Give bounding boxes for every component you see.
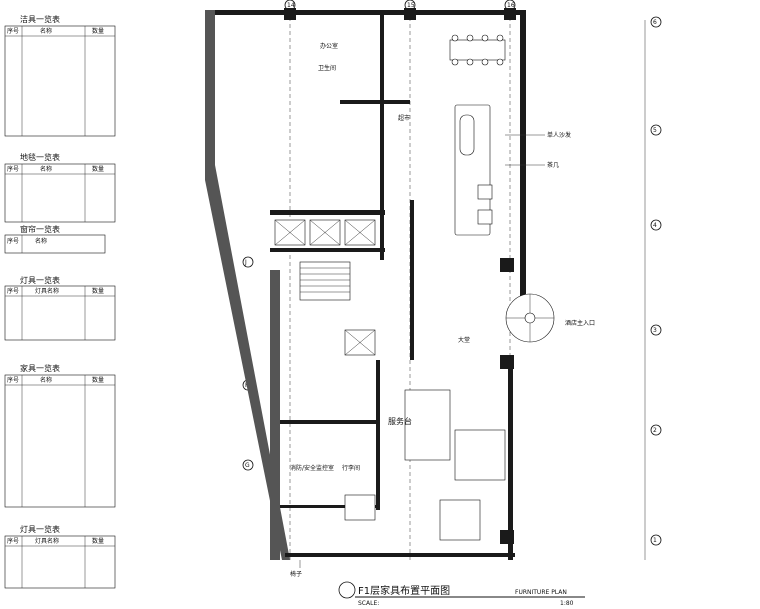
drawing-title-en: FURNITURE PLAN xyxy=(515,589,567,596)
col-header: 名称 xyxy=(35,237,47,245)
grid-label: 16 xyxy=(507,2,515,9)
col-header: 序号 xyxy=(7,237,19,245)
grid-label: 6 xyxy=(653,19,657,26)
room-label: 大堂 xyxy=(458,336,470,344)
col-header: 名称 xyxy=(40,27,52,35)
scale-label: SCALE: xyxy=(358,600,379,607)
grid-label: 15 xyxy=(407,2,415,9)
grid-label: G xyxy=(245,462,250,469)
scale-value: 1:80 xyxy=(560,600,574,607)
lounge-area xyxy=(449,34,506,236)
schedule-furniture: 家具一览表 序号 名称 数量 xyxy=(4,363,116,508)
col-header: 名称 xyxy=(40,165,52,173)
schedule-floor-drain: 地毯一览表 序号 名称 数量 xyxy=(4,152,116,223)
schedule-sanitary: 洁具一览表 序号 名称 数量 xyxy=(4,14,116,137)
room-label: 卫生间 xyxy=(318,64,336,72)
schedule-title: 洁具一览表 xyxy=(20,14,60,24)
room-label: 服务台 xyxy=(388,416,412,426)
schedule-lighting-1: 灯具一览表 序号 灯具名称 数量 xyxy=(4,275,116,341)
grid-label: 5 xyxy=(653,127,657,134)
callout-text: 椅子 xyxy=(290,570,302,578)
revolving-door xyxy=(505,293,555,343)
grid-label: J xyxy=(244,259,247,266)
schedule-title: 地毯一览表 xyxy=(20,152,60,162)
room-label: 酒店主入口 xyxy=(565,319,595,327)
schedule-title: 灯具一览表 xyxy=(20,524,60,534)
stair xyxy=(299,261,351,301)
room-label: 办公室 xyxy=(320,42,338,50)
col-header: 序号 xyxy=(7,537,19,545)
grid-right: 6 5 4 3 2 1 xyxy=(644,16,662,560)
col-header: 名称 xyxy=(40,376,52,384)
room-label: 超市 xyxy=(398,114,410,122)
grid-label: 3 xyxy=(653,327,657,334)
grid-label: 4 xyxy=(653,222,657,229)
schedule-lighting-2: 灯具一览表 序号 灯具名称 数量 xyxy=(4,524,116,589)
col-header: 灯具名称 xyxy=(35,287,59,295)
col-header: 数量 xyxy=(92,287,104,295)
room-label: 消防/安全监控室 xyxy=(290,464,334,472)
lower-lounge xyxy=(344,389,506,541)
col-header: 序号 xyxy=(7,376,19,384)
col-header: 灯具名称 xyxy=(35,537,59,545)
schedule-title: 家具一览表 xyxy=(20,363,60,373)
title-block: F1层家具布置平面图 FURNITURE PLAN SCALE: 1:80 xyxy=(338,581,585,607)
drawing-title: F1层家具布置平面图 xyxy=(358,584,450,597)
grid-label: 1 xyxy=(653,537,657,544)
col-header: 数量 xyxy=(92,165,104,173)
elevator-core xyxy=(274,219,376,356)
schedule-title: 灯具一览表 xyxy=(20,275,60,285)
col-header: 数量 xyxy=(92,537,104,545)
grid-label: 2 xyxy=(653,427,657,434)
col-header: 数量 xyxy=(92,27,104,35)
col-header: 序号 xyxy=(7,287,19,295)
room-label: 行李间 xyxy=(342,464,360,472)
col-header: 序号 xyxy=(7,27,19,35)
grid-label: 14 xyxy=(287,2,295,9)
building-walls xyxy=(205,8,526,560)
schedule-title: 窗帘一览表 xyxy=(20,224,60,234)
col-header: 数量 xyxy=(92,376,104,384)
callout-text: 茶几 xyxy=(547,161,559,169)
callout-text: 单人沙发 xyxy=(547,131,571,139)
callouts: 单人沙发 茶几 椅子 xyxy=(290,131,571,578)
schedule-curtain: 窗帘一览表 序号 名称 xyxy=(4,224,106,254)
col-header: 序号 xyxy=(7,165,19,173)
